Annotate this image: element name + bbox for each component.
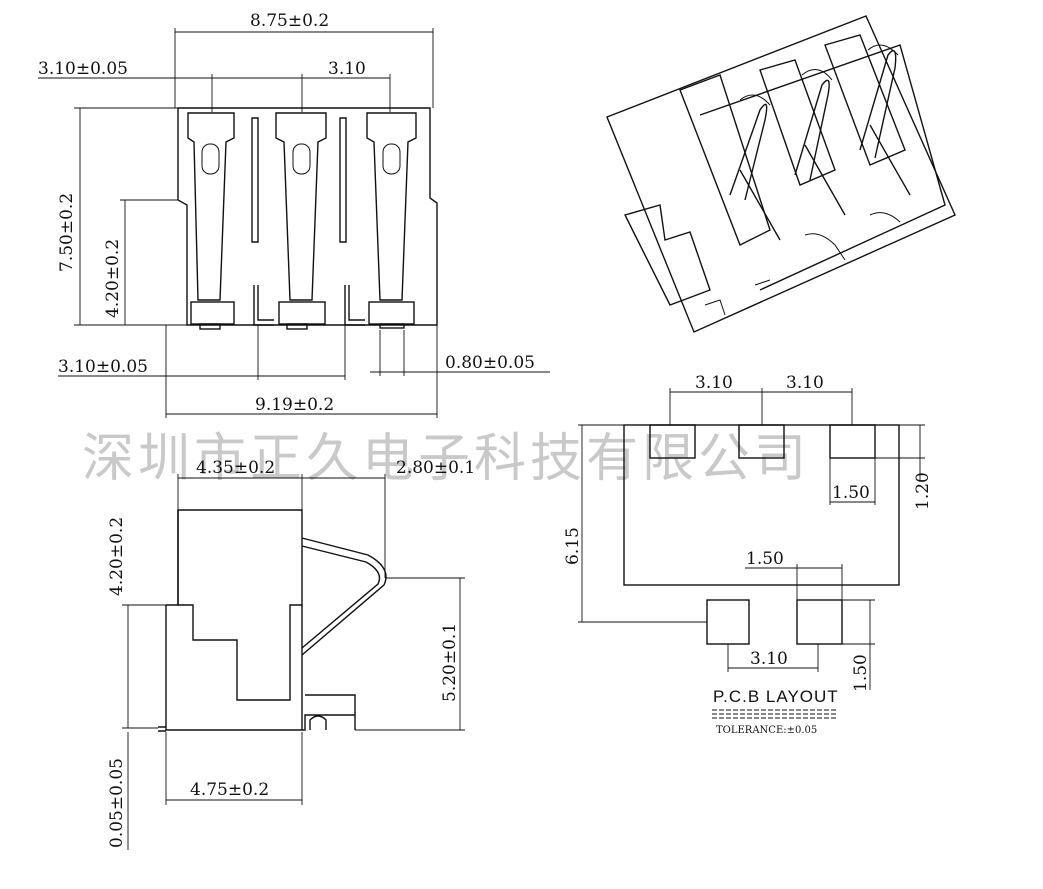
watermark: 深圳市正久电子科技有限公司 xyxy=(82,429,810,489)
dim-spring-width: 2.80±0.1 xyxy=(396,458,475,478)
dim-spring-height: 5.20±0.1 xyxy=(440,623,460,702)
dim-base-width-side: 4.75±0.2 xyxy=(190,780,269,800)
dim-base-width: 9.19±0.2 xyxy=(255,395,334,415)
dim-pitch: 3.10 xyxy=(328,59,366,79)
pcb-pad-3 xyxy=(829,424,876,459)
pcb-dimensions xyxy=(578,388,925,690)
pcb-layout-view: 3.10 3.10 6.15 1.50 1.20 1.50 3.10 1.50 … xyxy=(563,373,933,736)
side-dimensions xyxy=(122,474,465,850)
front-slot-2 xyxy=(339,117,347,243)
side-spring xyxy=(301,537,387,656)
dim-bottom-offset-side: 0.05±0.05 xyxy=(107,758,127,848)
side-body-outline xyxy=(177,509,303,701)
dim-body-height: 4.20±0.2 xyxy=(103,239,123,318)
pcb-pad-5 xyxy=(796,599,843,645)
front-slot-1 xyxy=(251,117,259,243)
pcb-dim-pitch-right: 3.10 xyxy=(786,373,824,393)
front-contacts xyxy=(187,112,417,330)
pcb-pad-1 xyxy=(649,424,696,459)
pcb-dim-pad-width-top: 1.50 xyxy=(832,483,870,503)
pcb-dim-pad-width-mid: 1.50 xyxy=(746,549,784,569)
pcb-dim-pad-height-bottom: 1.50 xyxy=(851,654,871,692)
dim-total-width: 8.75±0.2 xyxy=(250,11,329,31)
pcb-dim-pitch-left: 3.10 xyxy=(695,373,733,393)
dim-pin-offset: 3.10±0.05 xyxy=(38,59,128,79)
front-dimensions xyxy=(38,28,550,418)
side-view: 4.35±0.2 2.80±0.1 4.20±0.2 5.20±0.1 0.05… xyxy=(107,458,475,850)
dim-left-height: 4.20±0.2 xyxy=(107,517,127,596)
pcb-tolerance: TOLERANCE:±0.05 xyxy=(716,725,817,736)
iso-body-outline xyxy=(606,15,956,333)
isometric-view xyxy=(606,15,956,333)
pcb-dim-height: 6.15 xyxy=(563,527,583,565)
pcb-pad-2 xyxy=(738,424,785,459)
dim-bottom-offset: 3.10±0.05 xyxy=(58,357,148,377)
pcb-dim-pitch-bottom: 3.10 xyxy=(750,649,788,669)
front-view: 8.75±0.2 3.10±0.05 3.10 7.50±0.2 4.20±0.… xyxy=(38,11,550,418)
dim-pin-width: 0.80±0.05 xyxy=(445,353,535,373)
pcb-pad-4 xyxy=(706,599,750,645)
front-body-outline xyxy=(177,107,438,326)
dim-top-width: 4.35±0.2 xyxy=(196,458,275,478)
pcb-dim-pad-height-top: 1.20 xyxy=(913,472,933,510)
pcb-layout-title: P.C.B LAYOUT xyxy=(713,687,839,706)
dim-height: 7.50±0.2 xyxy=(57,193,77,272)
